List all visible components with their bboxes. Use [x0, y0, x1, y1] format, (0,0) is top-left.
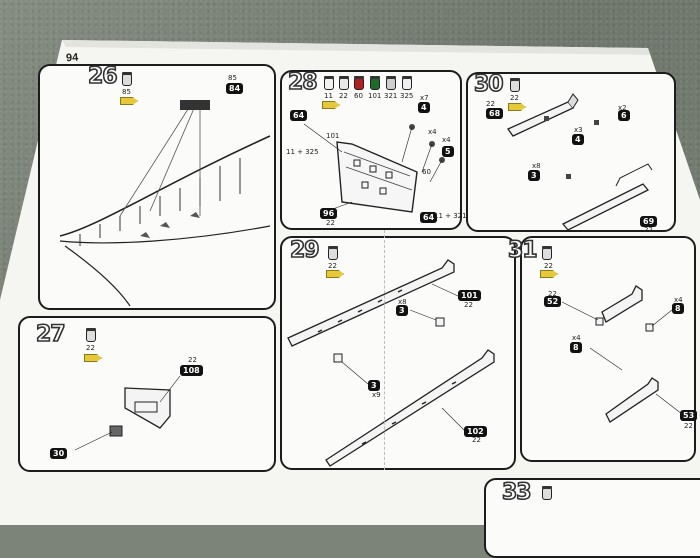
qty-label: x2	[618, 104, 627, 112]
paint-label: 85	[228, 74, 237, 82]
page-number: 94	[65, 51, 79, 65]
stern-gallery-drawing	[561, 285, 683, 423]
part-code: 3	[528, 170, 540, 181]
part-code: 8	[672, 303, 684, 314]
part-code: 53	[680, 410, 698, 421]
qty-label: x4	[674, 296, 683, 304]
paint-label: 22	[548, 290, 557, 298]
paint-code: 321	[384, 92, 398, 100]
paint-pot-icon	[542, 486, 552, 500]
paint-pot-icon	[86, 328, 96, 342]
brush-icon	[120, 97, 138, 105]
stern-part-drawing	[303, 123, 445, 213]
qty-label: x3	[574, 126, 583, 134]
paint-label: 22	[464, 301, 473, 309]
qty-label: x4	[572, 334, 581, 342]
step-33-panel: 33	[484, 478, 700, 558]
qty-label: x8	[398, 298, 407, 306]
part-code: 64	[290, 110, 308, 121]
paint-label: 22	[472, 436, 481, 444]
step-number: 27	[35, 321, 66, 348]
step-31-panel: 31 22 22 52 x4 8 x4 8 53 22	[507, 236, 698, 462]
part-code: 102	[464, 426, 487, 437]
paint-pot-icon	[354, 76, 364, 90]
ship-bow-drawing	[59, 100, 271, 307]
qty-label: x8	[532, 162, 541, 170]
paint-label: 11 + 321	[434, 212, 467, 220]
part-code: 4	[418, 102, 430, 113]
part-code: 68	[486, 108, 504, 119]
part-code: 52	[544, 296, 562, 307]
brush-icon	[84, 354, 102, 362]
paint-code: 85	[122, 88, 131, 96]
paint-code: 22	[339, 92, 348, 100]
brush-icon	[326, 270, 344, 278]
part-code: 108	[180, 365, 203, 376]
step-number: 30	[473, 71, 504, 98]
paint-label: 101	[326, 132, 340, 140]
part-code: 69	[640, 216, 658, 227]
qty-label: x4	[442, 136, 451, 144]
part-code: 30	[50, 448, 68, 459]
paint-code: 22	[86, 344, 95, 352]
paint-code: 101	[368, 92, 382, 100]
qty-label: x7	[420, 94, 429, 102]
gallery-part-drawing	[507, 93, 653, 231]
brush-icon	[508, 103, 526, 111]
paint-code: 325	[400, 92, 414, 100]
step-number: 31	[507, 237, 538, 264]
part-code: 84	[226, 83, 244, 94]
part-code: 3	[396, 305, 408, 316]
paint-label: 22	[188, 356, 197, 364]
bulkhead-part-drawing	[74, 375, 181, 451]
paint-pot-icon	[339, 76, 349, 90]
step-number: 28	[287, 69, 318, 96]
part-code: 64	[420, 212, 438, 223]
part-code: 6	[618, 110, 630, 121]
paint-pot-icon	[324, 76, 334, 90]
fold-line	[384, 230, 385, 470]
paint-label: 11 + 325	[286, 148, 319, 156]
paint-code: 22	[328, 262, 337, 270]
step-26-panel: 26 85 85 84	[38, 63, 276, 310]
part-code: 4	[572, 134, 584, 145]
paint-code: 60	[354, 92, 363, 100]
step-28-panel: 28 11 22 60 101 321 325 64 101 11 + 325 …	[280, 69, 467, 230]
step-number: 26	[87, 63, 118, 90]
part-code: 8	[570, 342, 582, 353]
step-number: 33	[501, 479, 532, 506]
paint-code: 22	[510, 94, 519, 102]
paint-label: 60	[422, 168, 431, 176]
paint-pot-icon	[542, 246, 552, 260]
paint-label: 22	[326, 219, 335, 227]
paint-code: 22	[544, 262, 553, 270]
paint-pot-icon	[328, 246, 338, 260]
paint-pot-icon	[370, 76, 380, 90]
paint-pot-icon	[122, 72, 132, 86]
brush-icon	[322, 101, 340, 109]
paint-label: 22	[684, 422, 693, 430]
step-27-panel: 27 22 22 108 30	[18, 316, 276, 472]
step-30-panel: 30 22 22 68 x2 6 x3 4 x8 3 69 22	[466, 71, 676, 234]
step-29-panel: 29 22 101 22 x8 3 3 x9 102 22	[280, 236, 516, 470]
part-code: 5	[442, 146, 454, 157]
part-code: 3	[368, 380, 380, 391]
paint-label: 22	[644, 226, 653, 234]
paint-code: 11	[324, 92, 333, 100]
paint-pot-icon	[510, 78, 520, 92]
qty-label: x9	[372, 391, 381, 399]
part-code: 101	[458, 290, 481, 301]
paint-pot-icon	[386, 76, 396, 90]
rail-parts-drawing	[287, 259, 495, 467]
paint-label: 22	[486, 100, 495, 108]
brush-icon	[540, 270, 558, 278]
paint-pot-icon	[402, 76, 412, 90]
part-code: 96	[320, 208, 338, 219]
step-number: 29	[289, 237, 320, 264]
qty-label: x4	[428, 128, 437, 136]
